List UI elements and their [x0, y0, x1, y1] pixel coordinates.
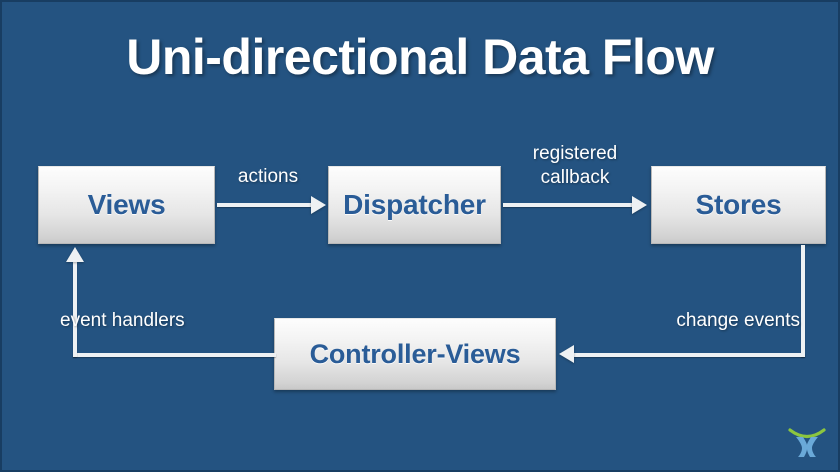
node-views-label: Views: [87, 189, 166, 220]
edge-label-change-events: change events: [676, 310, 800, 331]
edge-controller-views-to-views-arrowhead-icon: [66, 247, 84, 262]
edge-stores-to-controller-views-arrowhead-icon: [559, 345, 574, 363]
node-stores-label: Stores: [695, 189, 782, 220]
node-controller-views[interactable]: Controller-Views: [274, 318, 556, 390]
edge-dispatcher-to-stores-line: [503, 203, 633, 207]
edge-controller-views-to-views-vertical-line: [73, 262, 77, 357]
node-views[interactable]: Views: [38, 166, 215, 244]
edge-label-event-handlers: event handlers: [60, 310, 185, 331]
edge-views-to-dispatcher-line: [217, 203, 313, 207]
edge-views-to-dispatcher-arrowhead-icon: [311, 196, 326, 214]
edge-controller-views-to-views-horizontal-line: [73, 353, 276, 357]
node-dispatcher-label: Dispatcher: [343, 189, 486, 220]
node-dispatcher[interactable]: Dispatcher: [328, 166, 501, 244]
edge-stores-to-controller-views-vertical-line: [801, 245, 805, 357]
edge-label-registered-callback: registered callback: [532, 143, 618, 188]
page-title: Uni-directional Data Flow: [126, 29, 714, 85]
x-mark-logo: [786, 424, 828, 466]
edge-label-actions: actions: [237, 166, 299, 187]
edge-stores-to-controller-views-horizontal-line: [574, 353, 805, 357]
node-stores[interactable]: Stores: [651, 166, 826, 244]
edge-dispatcher-to-stores-arrowhead-icon: [632, 196, 647, 214]
node-controller-views-label: Controller-Views: [309, 338, 521, 369]
